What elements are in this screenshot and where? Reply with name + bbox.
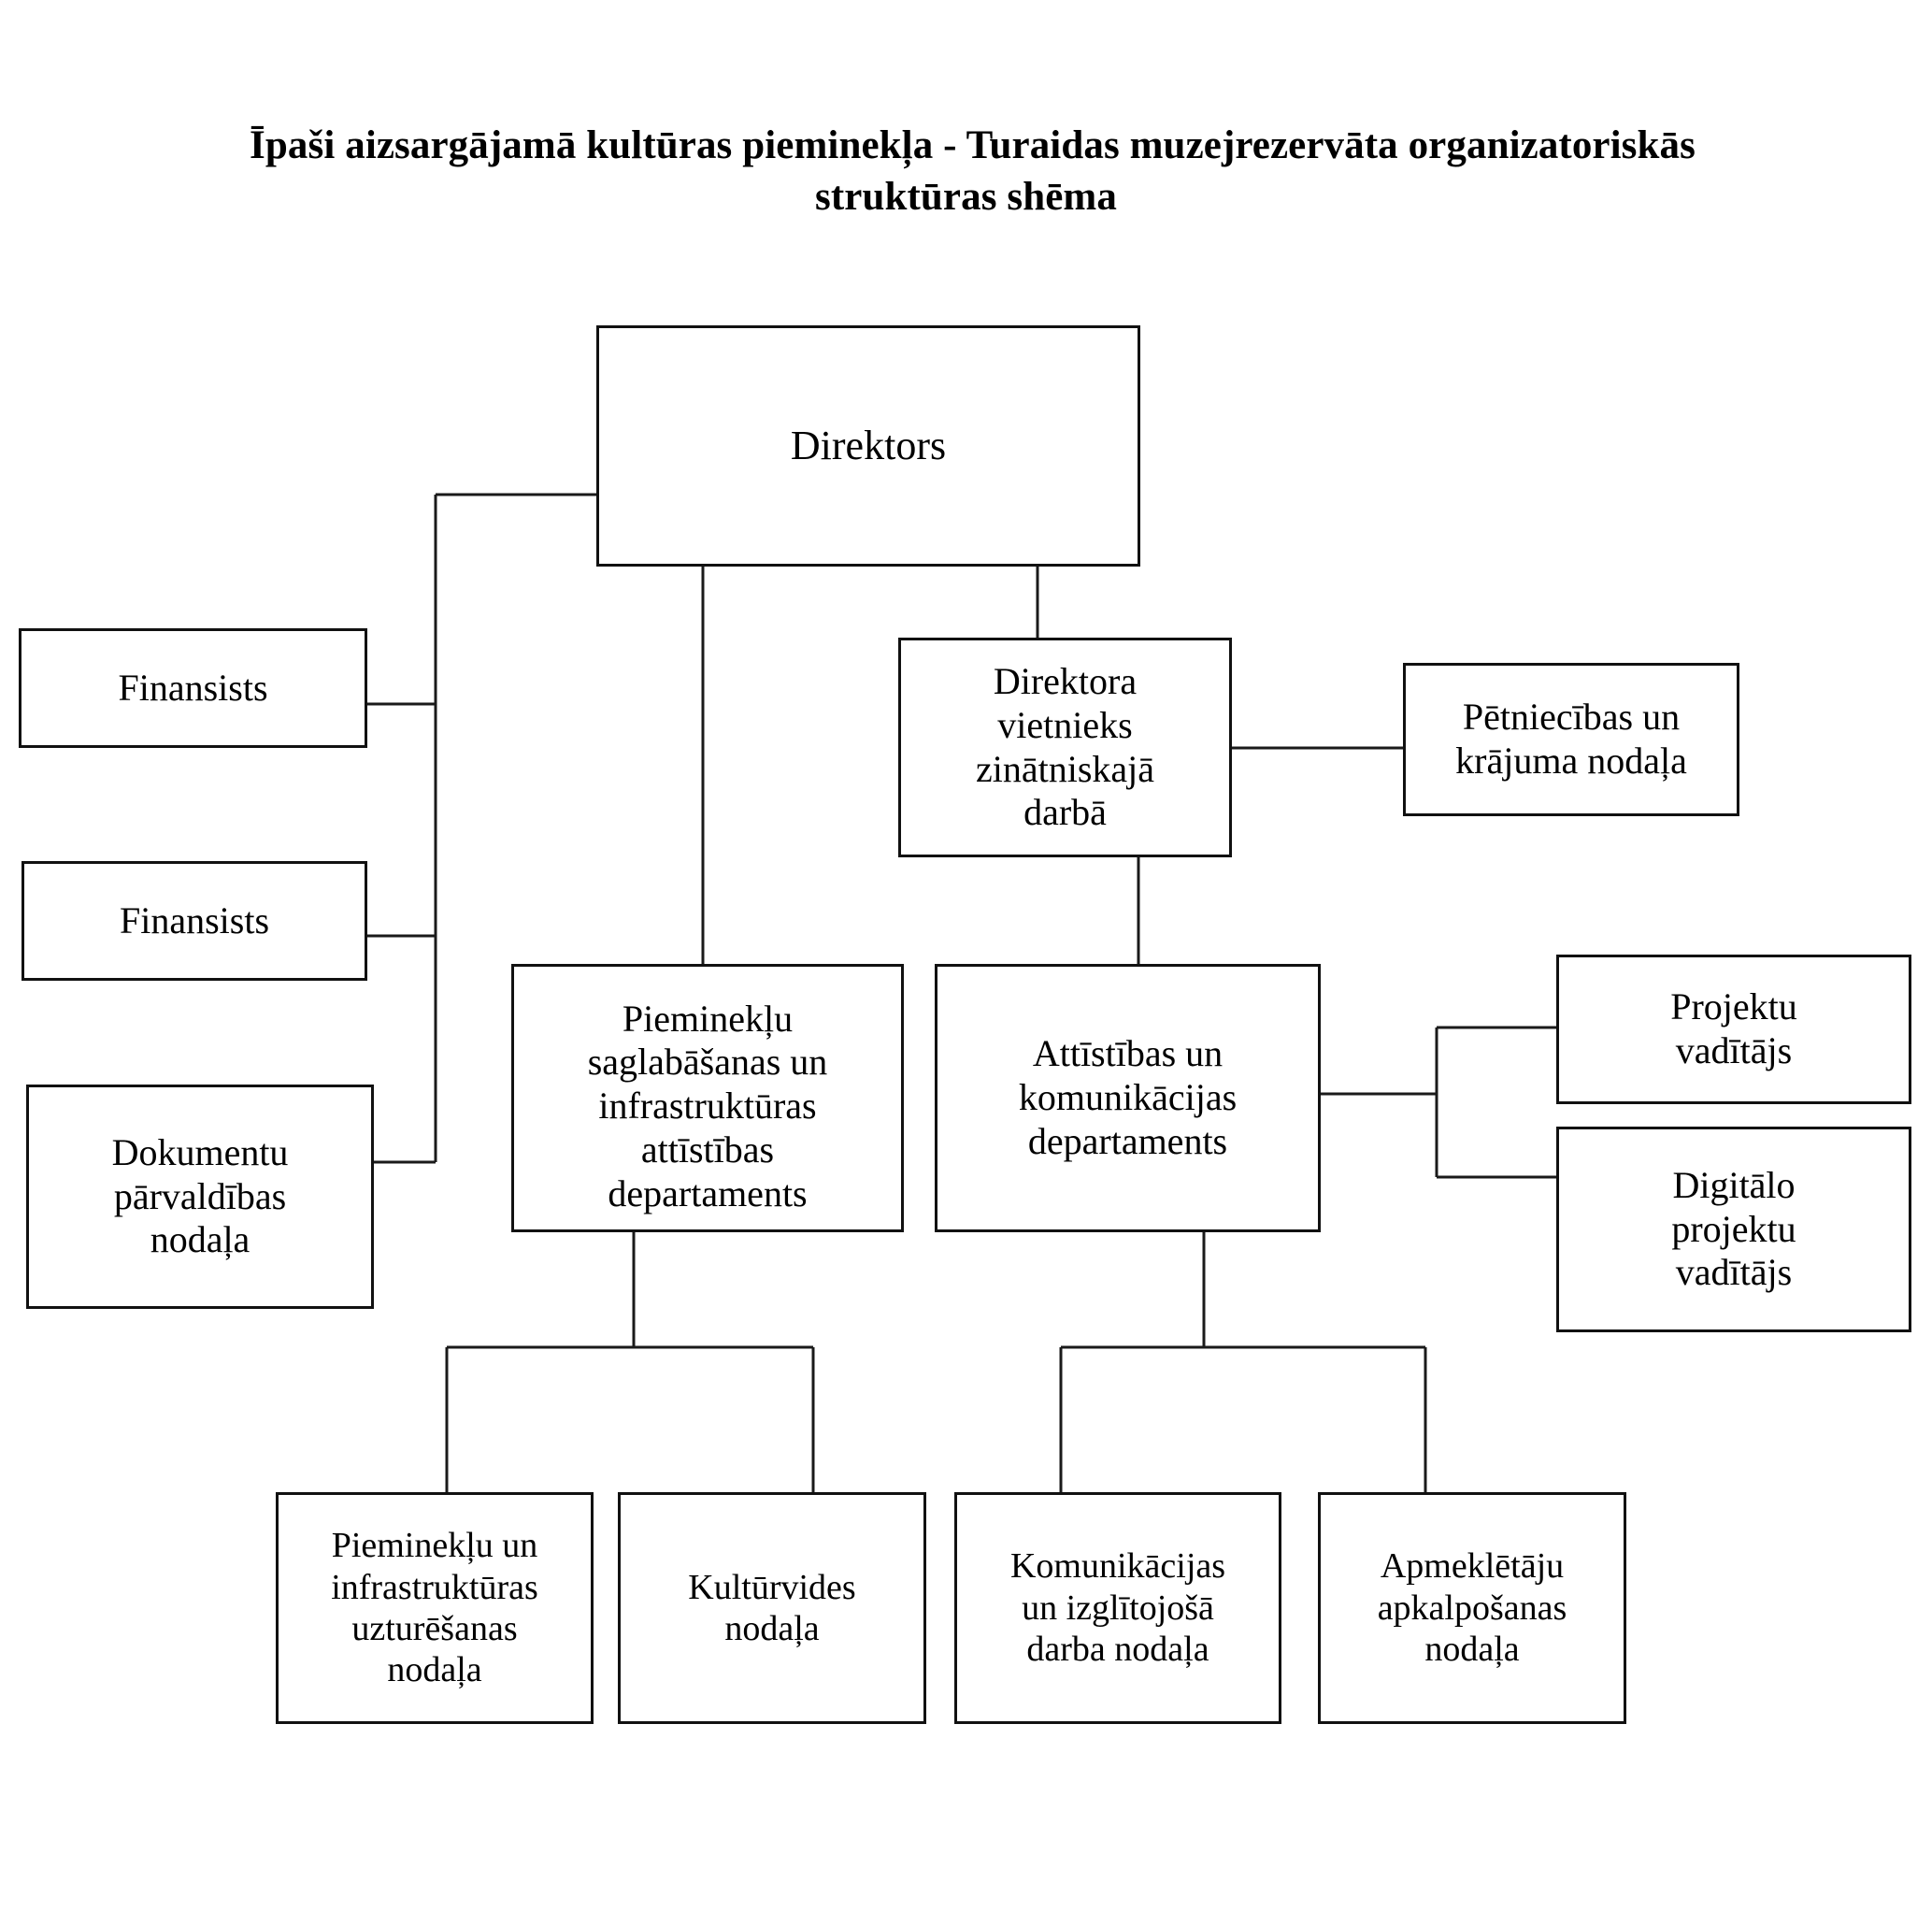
- node-projektu-vaditajs-label: Projektu vadītājs: [1670, 985, 1797, 1071]
- node-finansists-2-label: Finansists: [119, 898, 270, 941]
- node-komunikacijas-nodala[interactable]: Komunikācijas un izglītojošā darba nodaļ…: [954, 1492, 1281, 1724]
- node-uzturesanas-nodala[interactable]: Pieminekļu un infrastruktūras uzturēšana…: [276, 1492, 594, 1724]
- node-dokumentu-parvaldibas-nodala-label: Dokumentu pārvaldības nodaļa: [111, 1130, 289, 1261]
- node-finansists-2[interactable]: Finansists: [21, 861, 367, 981]
- node-pieminek-departaments[interactable]: Pieminekļu saglabāšanas un infrastruktūr…: [511, 964, 904, 1232]
- node-apmekletaju-nodala[interactable]: Apmeklētāju apkalpošanas nodaļa: [1318, 1492, 1626, 1724]
- node-attistibas-departaments[interactable]: Attīstības un komunikācijas departaments: [935, 964, 1321, 1232]
- node-petniecibas-un-krajuma-nodala-label: Pētniecības un krājuma nodaļa: [1455, 696, 1687, 782]
- node-direktora-vietnieks[interactable]: Direktora vietnieks zinātniskajā darbā: [898, 638, 1232, 857]
- page-title-line-2: struktūras shēma: [815, 175, 1117, 220]
- node-direktora-vietnieks-label: Direktora vietnieks zinātniskajā darbā: [975, 659, 1155, 834]
- node-kulturvides-nodala-label: Kultūrvides nodaļa: [688, 1567, 856, 1648]
- node-kulturvides-nodala[interactable]: Kultūrvides nodaļa: [618, 1492, 926, 1724]
- node-digitalo-projektu-vaditajs-label: Digitālo projektu vadītājs: [1671, 1163, 1796, 1294]
- node-projektu-vaditajs[interactable]: Projektu vadītājs: [1556, 955, 1911, 1104]
- page-title: Īpaši aizsargājamā kultūras pieminekļa -…: [0, 120, 1932, 223]
- node-digitalo-projektu-vaditajs[interactable]: Digitālo projektu vadītājs: [1556, 1127, 1911, 1332]
- node-direktors[interactable]: Direktors: [596, 325, 1140, 567]
- node-attistibas-departaments-label: Attīstības un komunikācijas departaments: [1018, 1032, 1238, 1162]
- node-pieminek-departaments-label: Pieminekļu saglabāšanas un infrastruktūr…: [587, 997, 828, 1214]
- page-title-line-1: Īpaši aizsargājamā kultūras pieminekļa -…: [250, 123, 1696, 167]
- node-finansists-1-label: Finansists: [118, 666, 268, 709]
- node-komunikacijas-nodala-label: Komunikācijas un izglītojošā darba nodaļ…: [1009, 1546, 1226, 1670]
- node-dokumentu-parvaldibas-nodala[interactable]: Dokumentu pārvaldības nodaļa: [26, 1085, 374, 1309]
- node-uzturesanas-nodala-label: Pieminekļu un infrastruktūras uzturēšana…: [331, 1526, 538, 1690]
- node-finansists-1[interactable]: Finansists: [19, 628, 367, 748]
- node-direktors-label: Direktors: [790, 423, 947, 469]
- node-apmekletaju-nodala-label: Apmeklētāju apkalpošanas nodaļa: [1377, 1546, 1567, 1670]
- node-petniecibas-un-krajuma-nodala[interactable]: Pētniecības un krājuma nodaļa: [1403, 663, 1739, 816]
